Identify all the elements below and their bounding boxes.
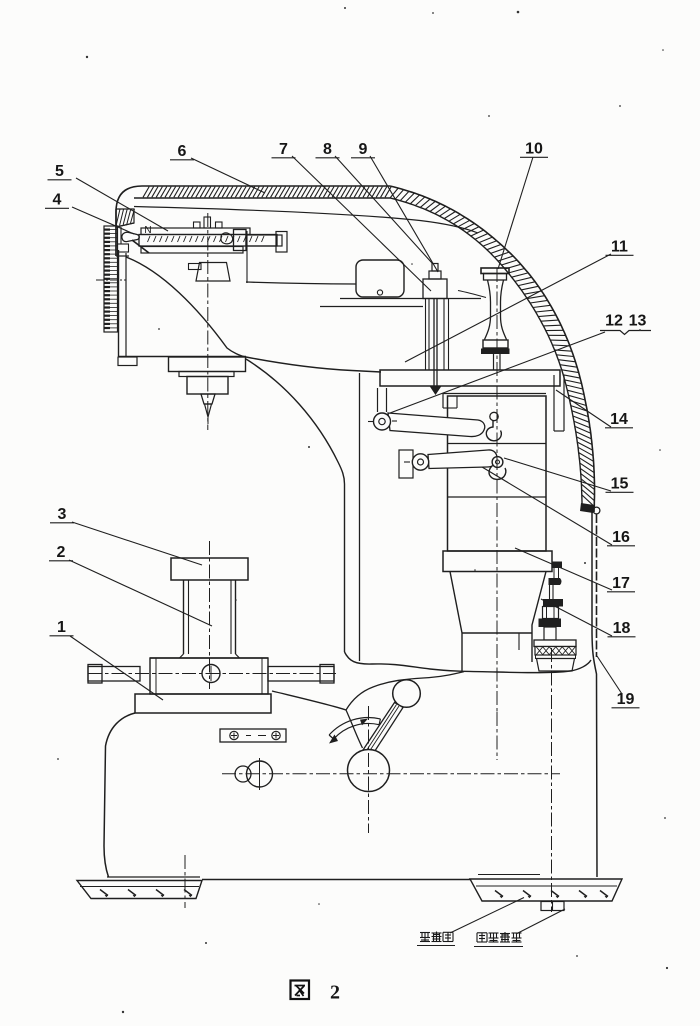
svg-text:6: 6	[178, 143, 187, 160]
svg-text:17: 17	[612, 575, 630, 592]
svg-text:2: 2	[330, 982, 340, 1004]
svg-text:9: 9	[359, 141, 368, 158]
svg-text:11: 11	[611, 238, 628, 255]
svg-text:16: 16	[612, 529, 630, 546]
svg-text:15: 15	[611, 475, 629, 492]
svg-text:18: 18	[613, 620, 631, 637]
svg-text:1: 1	[57, 619, 66, 636]
svg-text:19: 19	[617, 691, 635, 708]
svg-text:3: 3	[58, 506, 67, 523]
svg-text:10: 10	[525, 140, 543, 157]
svg-text:N: N	[144, 225, 151, 236]
svg-text:7: 7	[279, 141, 288, 158]
svg-text:13: 13	[629, 313, 647, 330]
svg-text:5: 5	[55, 163, 64, 180]
svg-text:14: 14	[610, 411, 628, 428]
svg-text:2: 2	[57, 544, 66, 561]
svg-text:4: 4	[53, 191, 62, 208]
svg-text:12: 12	[605, 313, 623, 330]
svg-text:8: 8	[323, 141, 332, 158]
